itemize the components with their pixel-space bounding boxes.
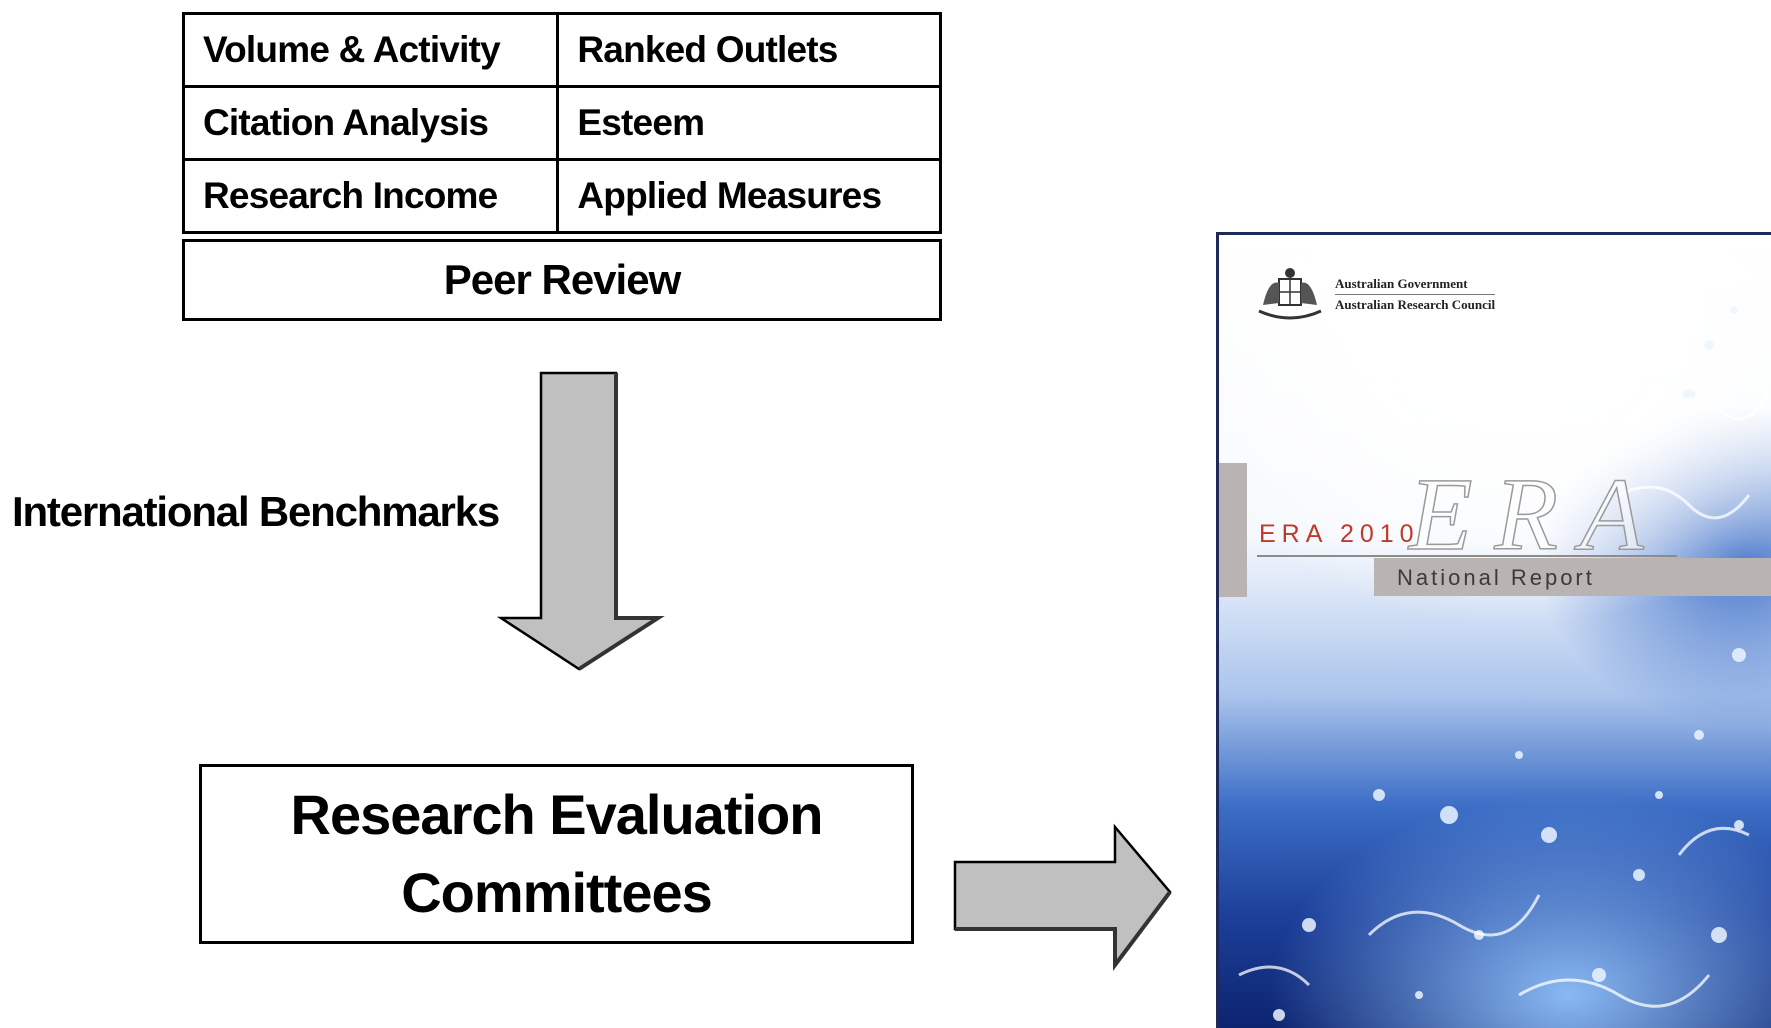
down-arrow-icon [496, 371, 665, 671]
era-script-title: ERA [1408, 456, 1666, 573]
indicator-cell: Ranked Outlets [556, 12, 942, 88]
committees-line-1: Research Evaluation [290, 783, 824, 846]
indicator-cell: Citation Analysis [181, 85, 560, 161]
report-subtitle: National Report [1397, 565, 1595, 590]
subtitle-band [1374, 558, 1771, 596]
council-name: Australian Research Council [1335, 296, 1496, 312]
indicator-table: Volume & Activity Ranked Outlets Citatio… [181, 12, 942, 234]
indicator-cell: Applied Measures [556, 158, 942, 234]
title-divider [1257, 555, 1677, 557]
report-cover: Australian Government Australian Researc… [1216, 232, 1771, 1028]
indicator-cell: Esteem [556, 85, 942, 161]
table-row: Research Income Applied Measures [181, 158, 942, 234]
indicator-cell: Volume & Activity [181, 12, 560, 88]
committees-line-2: Committees [401, 861, 713, 924]
right-arrow-icon [953, 823, 1172, 971]
cover-side-tab [1219, 463, 1247, 597]
era-year-title: ERA 2010 [1259, 520, 1420, 548]
government-header: Australian Government Australian Researc… [1253, 265, 1496, 323]
benchmarks-label: International Benchmarks [12, 488, 500, 535]
peer-review-box: Peer Review [182, 239, 942, 321]
table-row: Citation Analysis Esteem [181, 85, 942, 161]
water-splash-image [1238, 306, 1771, 1021]
indicator-cell: Research Income [181, 158, 560, 234]
table-row: Volume & Activity Ranked Outlets [181, 12, 942, 88]
committees-box: Research Evaluation Committees [199, 764, 914, 944]
coat-of-arms-icon [1258, 268, 1322, 320]
government-name: Australian Government [1335, 274, 1496, 295]
